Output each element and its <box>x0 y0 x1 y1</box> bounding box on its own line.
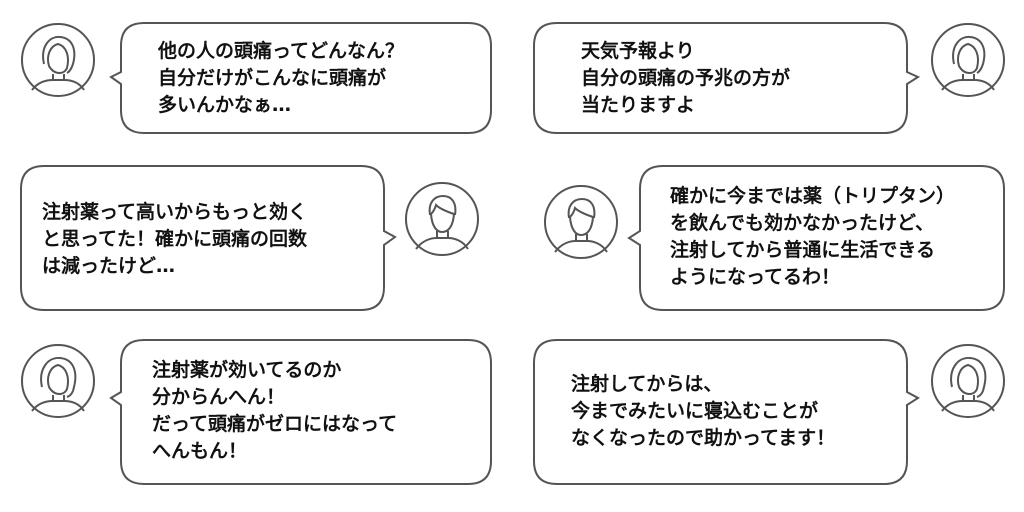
avatar-6 <box>930 343 1006 419</box>
bubble-line: 当たりますよ <box>581 94 696 116</box>
bubble-text: 注射薬って高いからもっと効く と思ってた！確かに頭痛の回数 は減ったけど… <box>42 199 307 280</box>
bubble-line: と思ってた！確かに頭痛の回数 <box>42 228 308 250</box>
bubble-line: を飲んでも効かなかったけど、 <box>670 212 935 234</box>
bubble-line: ようになってるわ！ <box>670 266 841 288</box>
bubble-line: 今までみたいに寝込むことが <box>571 400 819 422</box>
bubble-line: 注射薬って高いからもっと効く <box>42 201 308 223</box>
bubble-line: 注射してから普通に生活できる <box>670 239 936 261</box>
speech-bubble-3: 注射薬って高いからもっと効く と思ってた！確かに頭痛の回数 は減ったけど… <box>20 165 397 311</box>
bubble-line: は減ったけど… <box>42 255 176 277</box>
speech-bubble-5: 注射薬が効いてるのか 分からんへん！ だって頭痛がゼロにはなって へんもん！ <box>109 339 492 485</box>
speech-bubble-2: 天気予報より 自分の頭痛の予兆の方が 当たりますよ <box>533 22 921 134</box>
man-avatar-icon <box>544 185 618 259</box>
bubble-line: へんもん！ <box>152 440 248 462</box>
bubble-line: 分からんへん！ <box>152 386 286 408</box>
bubble-line: 他の人の頭痛ってどんなん？ <box>158 40 405 62</box>
woman-avatar-icon <box>21 344 95 418</box>
speech-bubble-6: 注射してからは、 今までみたいに寝込むことが なくなったので助かってます！ <box>533 339 920 485</box>
avatar-2 <box>930 22 1006 98</box>
speech-bubble-4: 確かに今までは薬（トリプタン） を飲んでも効かなかったけど、 注射してから普通に… <box>627 165 1006 311</box>
woman-avatar-icon <box>21 23 95 97</box>
bubble-text: 確かに今までは薬（トリプタン） を飲んでも効かなかったけど、 注射してから普通に… <box>670 183 955 291</box>
bubble-text: 注射してからは、 今までみたいに寝込むことが なくなったので助かってます！ <box>571 371 835 452</box>
bubble-line: 多いんかなぁ… <box>158 94 292 116</box>
avatar-3 <box>404 181 480 257</box>
bubble-line: 注射してからは、 <box>571 373 723 395</box>
woman-avatar-icon <box>931 23 1005 97</box>
bubble-line: 自分だけがこんなに頭痛が <box>158 67 387 89</box>
woman-avatar-icon <box>931 344 1005 418</box>
bubble-text: 注射薬が効いてるのか 分からんへん！ だって頭痛がゼロにはなって へんもん！ <box>152 357 397 465</box>
bubble-line: 確かに今までは薬（トリプタン） <box>670 185 956 207</box>
bubble-line: 自分の頭痛の予兆の方が <box>581 67 791 89</box>
bubble-line: なくなったので助かってます！ <box>571 427 836 449</box>
avatar-4 <box>543 184 619 260</box>
bubble-line: だって頭痛がゼロにはなって <box>152 413 398 435</box>
avatar-1 <box>20 22 96 98</box>
man-avatar-icon <box>405 182 479 256</box>
speech-bubble-1: 他の人の頭痛ってどんなん？ 自分だけがこんなに頭痛が 多いんかなぁ… <box>109 22 492 134</box>
bubble-line: 注射薬が効いてるのか <box>152 359 342 381</box>
avatar-5 <box>20 343 96 419</box>
bubble-text: 天気予報より 自分の頭痛の予兆の方が 当たりますよ <box>581 38 790 119</box>
bubble-line: 天気予報より <box>581 40 695 62</box>
bubble-text: 他の人の頭痛ってどんなん？ 自分だけがこんなに頭痛が 多いんかなぁ… <box>158 38 404 119</box>
